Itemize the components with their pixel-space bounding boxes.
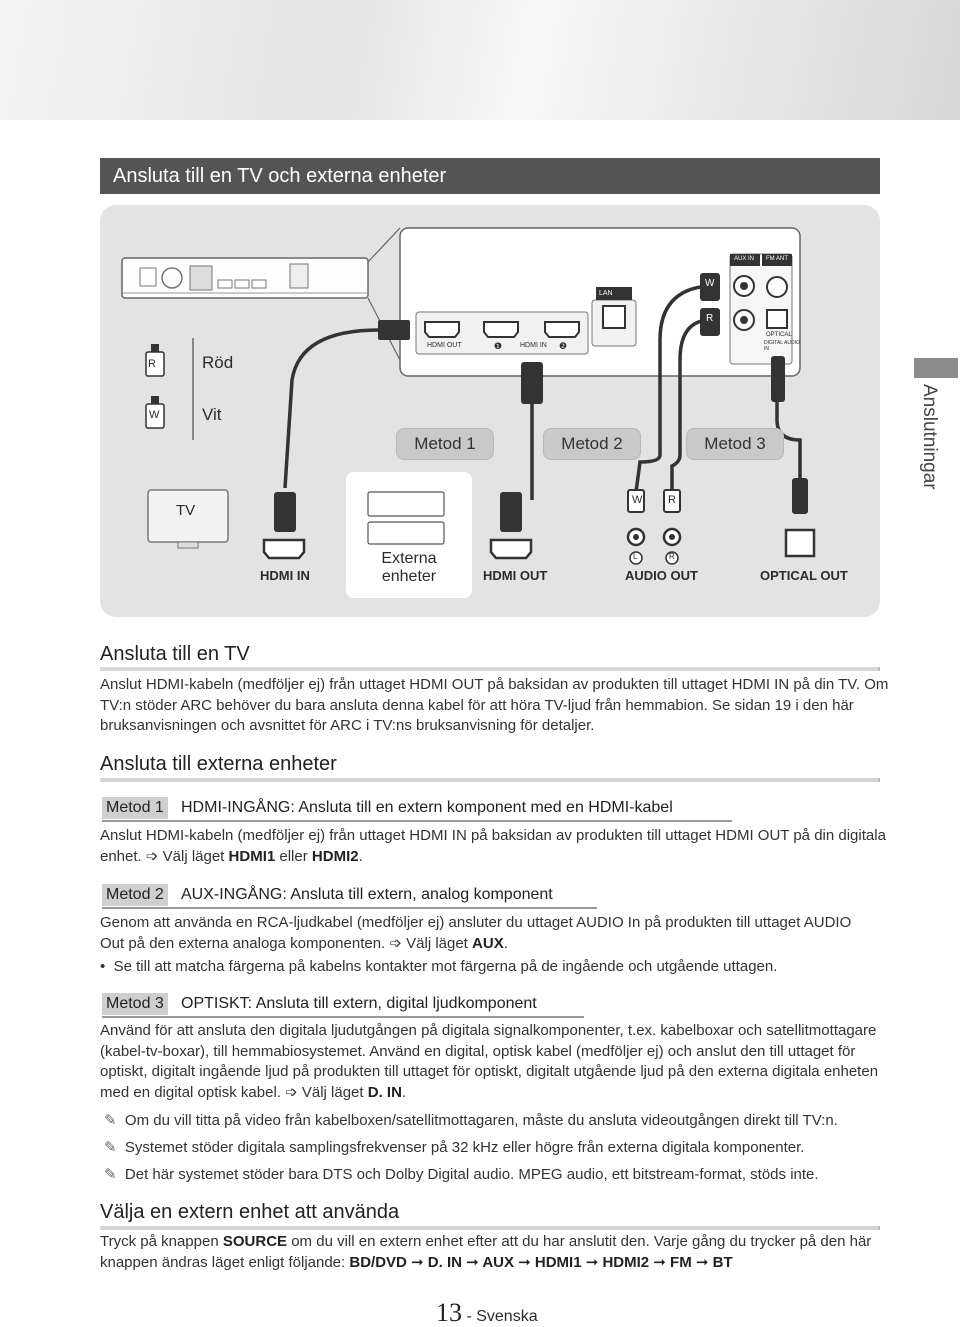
note-icon: ✎ — [104, 1166, 117, 1183]
panel-hdmi-in-2: ❷ — [559, 341, 568, 351]
diagram-art — [121, 227, 816, 598]
bullet-icon: • — [100, 958, 106, 975]
page-footer: 13 - Svenska — [436, 1298, 538, 1327]
method-rule — [102, 907, 597, 909]
bottom-plug-r: R — [668, 494, 676, 506]
lan-label: LAN — [599, 290, 613, 297]
legend-white-label: Vit — [202, 405, 222, 424]
panel-plug-r: R — [706, 313, 714, 324]
note-1: ✎ Om du vill titta på video från kabelbo… — [104, 1112, 838, 1129]
page-language: - Svenska — [466, 1308, 538, 1325]
method-3-title: OPTISKT: Ansluta till extern, digital lj… — [181, 995, 537, 1012]
heading-connect-tv: Ansluta till en TV — [100, 643, 250, 665]
arrow-icon: ➩ — [145, 847, 159, 865]
side-tab-marker — [914, 358, 958, 378]
method-2-body: Genom att använda en RCA-ljudkabel (medf… — [100, 914, 852, 952]
panel-hdmi-in-1: ❶ — [494, 341, 503, 351]
mode-item: HDMI2 — [602, 1253, 650, 1271]
arrow-icon: ➞ — [649, 1253, 671, 1271]
page-number: 13 — [436, 1298, 462, 1327]
bottom-plug-w: W — [632, 494, 643, 506]
arrow-icon: ➩ — [285, 1083, 298, 1101]
arrow-icon: ➞ — [406, 1253, 428, 1271]
legend-plugs — [145, 338, 194, 440]
legend-plug-letter-w: W — [149, 409, 160, 421]
method-rule — [102, 820, 732, 822]
arrow-icon: ➞ — [513, 1253, 535, 1271]
method-2-badge: Metod 2 — [102, 884, 168, 906]
legend-red-label: Röd — [202, 353, 234, 372]
heading-connect-external: Ansluta till externa enheter — [100, 753, 337, 775]
method-1-body: Anslut HDMI-kabeln (medföljer ej) från u… — [100, 827, 886, 865]
jack-r-marker: R — [669, 552, 675, 561]
external-devices-label: Externa enheter — [381, 550, 437, 585]
method-1-title: HDMI-INGÅNG: Ansluta till en extern komp… — [181, 799, 673, 816]
panel-digital-audio-in-label: DIGITAL AUDIO IN — [764, 340, 800, 352]
section-title: Ansluta till en TV och externa enheter — [100, 158, 880, 194]
method-2-pill: Metod 2 — [543, 428, 641, 460]
bottom-jacks — [262, 527, 816, 565]
panel-hdmi-out-label: HDMI OUT — [427, 342, 462, 349]
note-3: ✎ Det här systemet stöder bara DTS och D… — [104, 1166, 819, 1183]
arrow-icon: ➩ — [389, 934, 402, 952]
optical-out-label: OPTICAL OUT — [760, 568, 848, 583]
arrow-icon: ➞ — [461, 1253, 483, 1271]
aux-in-label: AUX IN — [734, 256, 755, 262]
panel-hdmi-in-label: HDMI IN — [520, 342, 547, 349]
tv-label: TV — [176, 502, 196, 519]
method-1-badge: Metod 1 — [102, 797, 168, 819]
mode-sequence: BD/DVD ➞ D. IN ➞ AUX ➞ HDMI1 ➞ HDMI2 ➞ F… — [349, 1254, 732, 1271]
connect-tv-body: Anslut HDMI-kabeln (medföljer ej) från u… — [100, 676, 889, 734]
mode-item: AUX — [482, 1253, 514, 1271]
plug-heads — [274, 273, 808, 532]
mode-item: D. IN — [427, 1253, 462, 1271]
heading-rule — [100, 667, 880, 671]
method-rule — [102, 1016, 584, 1018]
note-2: ✎ Systemet stöder digitala samplingsfrek… — [104, 1139, 805, 1156]
fm-ant-label: FM ANT — [766, 256, 788, 262]
method-3-pill: Metod 3 — [686, 428, 784, 460]
method-1-pill: Metod 1 — [396, 428, 494, 460]
panel-optical-label: OPTICAL — [766, 332, 792, 338]
note-icon: ✎ — [104, 1139, 117, 1156]
source-button-label: SOURCE — [222, 1233, 288, 1250]
method-2-bullet: • Se till att matcha färgerna på kabelns… — [100, 958, 778, 975]
arrow-icon: ➞ — [691, 1253, 713, 1271]
arrow-icon: ➞ — [581, 1253, 603, 1271]
tv-icon — [147, 489, 229, 549]
method-3-body: Använd för att ansluta den digitala ljud… — [100, 1022, 879, 1101]
note-icon: ✎ — [104, 1112, 117, 1129]
audio-out-label: AUDIO OUT — [625, 568, 698, 583]
header-band — [0, 0, 960, 120]
legend-plug-letter-r: R — [148, 358, 156, 370]
heading-rule — [100, 1226, 880, 1230]
heading-rule — [100, 778, 880, 782]
mode-item: HDMI1 — [534, 1253, 582, 1271]
heading-select-device: Välja en extern enhet att använda — [100, 1201, 400, 1223]
method-2-title: AUX-INGÅNG: Ansluta till extern, analog … — [181, 886, 553, 903]
mode-item: FM — [670, 1253, 692, 1271]
jack-l-marker: L — [633, 552, 638, 561]
product-rear-unit — [121, 257, 369, 299]
mode-item: BT — [712, 1253, 733, 1271]
device-hdmi-out-label: HDMI OUT — [483, 568, 548, 583]
select-device-body: Tryck på knappen SOURCE om du vill en ex… — [100, 1233, 872, 1271]
mode-item: BD/DVD — [349, 1253, 407, 1271]
panel-plug-w: W — [705, 278, 715, 289]
method-3-badge: Metod 3 — [102, 993, 168, 1015]
tv-hdmi-in-label: HDMI IN — [260, 568, 310, 583]
